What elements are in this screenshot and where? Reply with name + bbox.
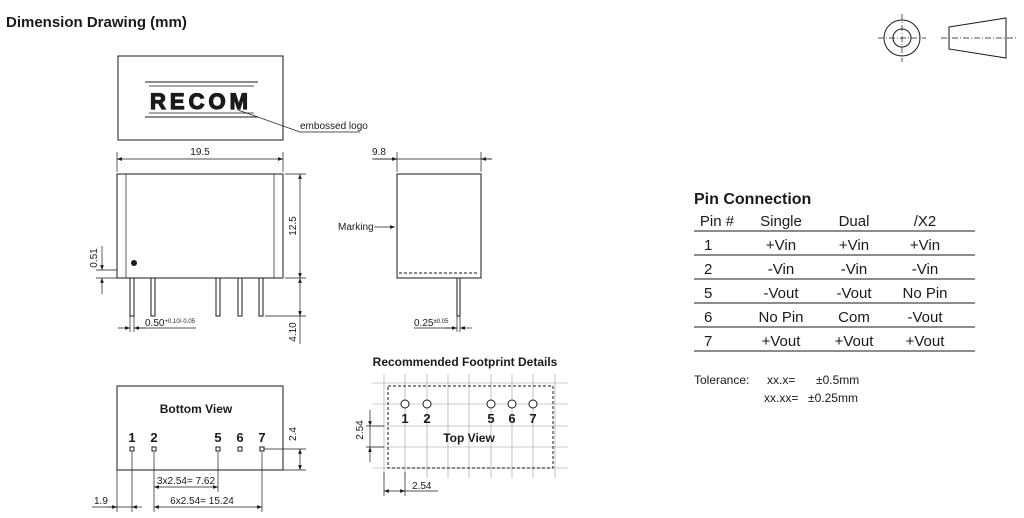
pitch3-dim: 3x2.54= 7.62 xyxy=(157,476,216,487)
table-cell: +Vin xyxy=(766,237,796,254)
front-pins xyxy=(129,277,264,317)
table-cell: -Vout xyxy=(907,309,943,326)
table-cell: 2 xyxy=(704,261,712,278)
height-dim: 12.5 xyxy=(288,216,299,236)
third-angle-projection-icon xyxy=(878,14,1016,62)
pin-connection-table: Pin Connection Pin # Single Dual /X2 1 +… xyxy=(694,191,975,352)
footprint-grid xyxy=(372,374,568,478)
bottom-height-dim: 2.4 xyxy=(288,427,299,441)
pin-width-tolerance: +0.10/-0.05 xyxy=(164,319,195,325)
embossed-logo-label: embossed logo xyxy=(300,121,368,132)
footprint-pin-label: 7 xyxy=(529,411,536,426)
tolerance-key-2: xx.xx= xyxy=(764,391,798,405)
standoff-dim: 0.51 xyxy=(89,248,100,268)
table-cell: -Vin xyxy=(768,261,794,278)
table-cell: +Vout xyxy=(762,333,802,350)
header-cell: Dual xyxy=(839,213,870,230)
bottom-pin-label: 6 xyxy=(236,430,243,445)
recom-logo: RECOM xyxy=(145,81,258,118)
pin-thickness-dim: 0.25 xyxy=(414,318,434,329)
table-cell: Com xyxy=(838,309,870,326)
header-cell: Single xyxy=(760,213,802,230)
front-elevation: 19.5 12.5 4.10 0.51 xyxy=(89,147,306,344)
table-cell: 6 xyxy=(704,309,712,326)
logo-text: RECOM xyxy=(150,89,252,114)
table-header: Pin # Single Dual /X2 xyxy=(700,213,936,230)
table-cell: -Vout xyxy=(836,285,872,302)
top-view-label: Top View xyxy=(443,431,495,445)
page-title: Dimension Drawing (mm) xyxy=(6,14,187,31)
table-row: 2 -Vin -Vin -Vin xyxy=(704,261,938,278)
table-cell: +Vin xyxy=(839,237,869,254)
tolerance-label: Tolerance: xyxy=(694,373,749,387)
bottom-pin-label: 1 xyxy=(128,430,135,445)
footprint-pin-label: 5 xyxy=(487,411,494,426)
table-row: 7 +Vout +Vout +Vout xyxy=(704,333,945,350)
header-cell: Pin # xyxy=(700,213,735,230)
table-row: 5 -Vout -Vout No Pin xyxy=(704,285,948,302)
depth-dim: 9.8 xyxy=(372,147,386,158)
table-row: 6 No Pin Com -Vout xyxy=(704,309,943,326)
footprint-title: Recommended Footprint Details xyxy=(373,355,558,369)
footprint-horizontal-dim: 2.54 xyxy=(412,481,432,492)
side-elevation: 9.8 Marking 0.25±0.05 xyxy=(338,147,492,332)
table-cell: 1 xyxy=(704,237,712,254)
pin-connection-title: Pin Connection xyxy=(694,191,811,208)
footprint-pin-label: 2 xyxy=(423,411,430,426)
marking-label: Marking xyxy=(338,222,374,233)
table-row: 1 +Vin +Vin +Vin xyxy=(704,237,940,254)
svg-text:0.50+0.10/-0.05: 0.50+0.10/-0.05 xyxy=(145,318,196,329)
pin-thickness-tolerance: ±0.05 xyxy=(433,319,449,325)
tolerance-value-2: ±0.25mm xyxy=(808,391,858,405)
top-view-logo-panel: RECOM embossed logo xyxy=(117,55,368,141)
table-cell: No Pin xyxy=(902,285,947,302)
tolerance-value-1: ±0.5mm xyxy=(816,373,859,387)
pin-offset-dim: 1.9 xyxy=(94,496,108,507)
table-cell: -Vout xyxy=(763,285,799,302)
tolerance-note: Tolerance: xx.x= ±0.5mm xx.xx= ±0.25mm xyxy=(694,373,859,405)
table-cell: 5 xyxy=(704,285,712,302)
pin-length-dim: 4.10 xyxy=(288,322,299,342)
width-dim: 19.5 xyxy=(190,147,210,158)
bottom-pin-label: 5 xyxy=(214,430,221,445)
bottom-view-title: Bottom View xyxy=(160,402,233,416)
table-cell: +Vout xyxy=(835,333,875,350)
bottom-view: Bottom View 1 2 5 6 7 2.4 3x2.54= 7.62 6… xyxy=(92,385,306,512)
svg-text:0.25±0.05: 0.25±0.05 xyxy=(414,318,449,329)
table-cell: +Vin xyxy=(910,237,940,254)
footprint-pin-label: 1 xyxy=(401,411,408,426)
table-cell: 7 xyxy=(704,333,712,350)
pitch6-dim: 6x2.54= 15.24 xyxy=(170,496,234,507)
header-cell: /X2 xyxy=(914,213,937,230)
bottom-pin-label: 2 xyxy=(150,430,157,445)
table-cell: +Vout xyxy=(906,333,946,350)
table-cell: No Pin xyxy=(758,309,803,326)
footprint-pin-label: 6 xyxy=(508,411,515,426)
pin-width-dim: 0.50 xyxy=(145,318,165,329)
tolerance-key-1: xx.x= xyxy=(767,373,795,387)
table-cell: -Vin xyxy=(841,261,867,278)
footprint-vertical-dim: 2.54 xyxy=(355,420,366,440)
bottom-pin-label: 7 xyxy=(258,430,265,445)
footprint-details: Recommended Footprint Details 1 2 5 6 xyxy=(355,355,568,496)
table-cell: -Vin xyxy=(912,261,938,278)
